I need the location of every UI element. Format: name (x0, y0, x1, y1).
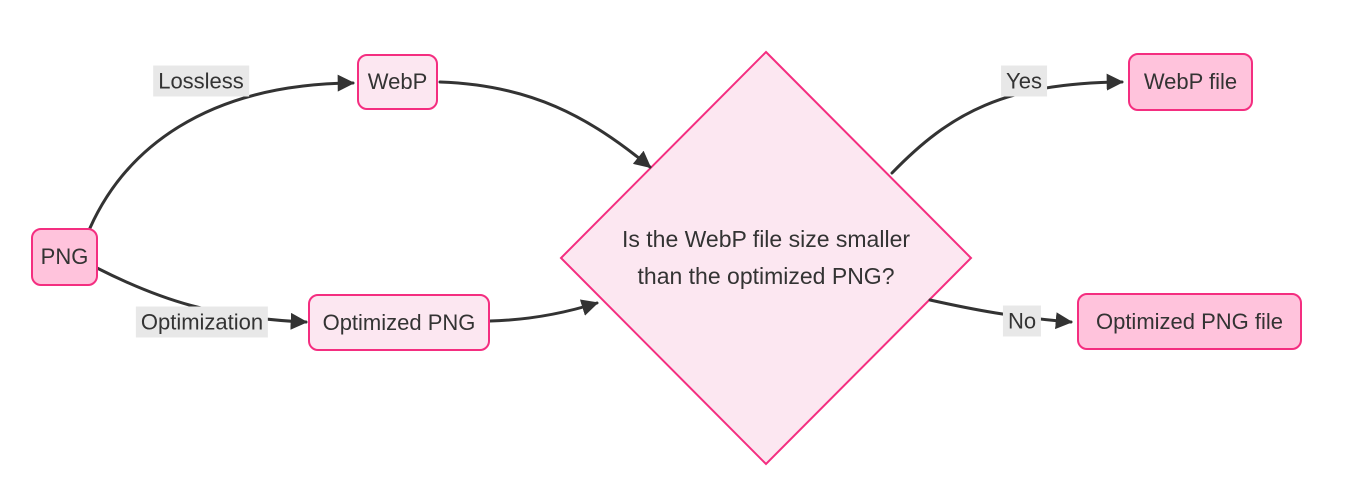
node-optimized-png: Optimized PNG (308, 294, 490, 351)
node-webp-file: WebP file (1128, 53, 1253, 111)
node-png: PNG (31, 228, 98, 286)
node-optimized-png-file: Optimized PNG file (1077, 293, 1302, 350)
decision-label: Is the WebP file size smaller than the o… (622, 221, 910, 295)
decision-label-line-1: Is the WebP file size smaller (621, 226, 911, 252)
decision-diamond (559, 50, 973, 466)
edge-label-optimization: Optimization (135, 306, 269, 338)
edge-png-webp (88, 74, 355, 230)
edge-label-lossless: Lossless (153, 65, 249, 97)
edge-webp-decision (438, 80, 652, 169)
edge-optimized-png-decision (488, 299, 599, 323)
edge-decision-webp-file (890, 73, 1124, 175)
node-webp: WebP (357, 54, 438, 110)
decision-label-line-2: than the optimized PNG? (637, 263, 895, 289)
edge-label-no: No (1002, 305, 1042, 337)
edge-label-yes: Yes (1001, 65, 1047, 97)
edge-png-optimized-png (95, 266, 308, 330)
edge-decision-optimized-png-file (928, 298, 1073, 330)
